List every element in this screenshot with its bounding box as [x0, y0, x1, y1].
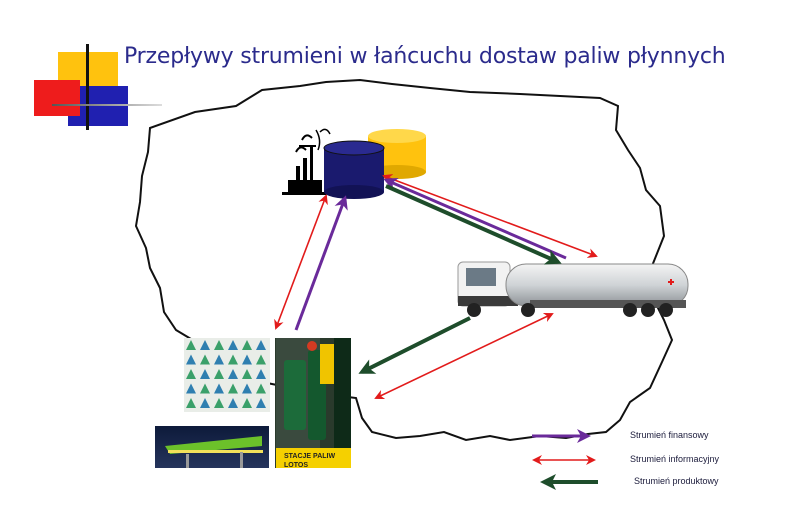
lotos-logo-mark — [214, 398, 224, 408]
lotos-logo-mark — [186, 340, 196, 350]
station-sign: STACJE PALIW LOTOS — [284, 452, 335, 470]
station-photo — [275, 338, 351, 468]
station-sign-line2: LOTOS — [284, 462, 308, 469]
lotos-logo-mark — [214, 340, 224, 350]
lotos-logo-mark — [186, 354, 196, 365]
lotos-logo-mark — [214, 369, 224, 379]
lotos-logo-mark — [186, 398, 196, 408]
slide-title: Przepływy strumieni w łańcuchu dostaw pa… — [124, 44, 726, 69]
lotos-logo-mark — [242, 354, 252, 365]
info-arrow-truck-station — [374, 312, 554, 400]
lotos-logo-mark — [214, 354, 224, 365]
lotos-logo-mark — [228, 354, 238, 365]
lotos-logo-mark — [242, 369, 252, 379]
refinery-icon — [282, 128, 331, 195]
lotos-logo-mark — [228, 383, 238, 394]
storage-tank-navy — [323, 140, 385, 199]
lotos-logo-mark — [228, 340, 238, 350]
legend — [532, 429, 598, 490]
deco-horizontal-line — [52, 104, 162, 106]
lotos-logo-mark — [200, 354, 210, 365]
lotos-logo-mark — [242, 383, 252, 394]
lotos-logo-mark — [200, 369, 210, 379]
lotos-logo-mark — [228, 369, 238, 379]
lotos-logo-mark — [256, 398, 266, 408]
legend-label-financial: Strumień finansowy — [630, 430, 709, 440]
station-night-photo — [155, 426, 269, 468]
financial-arrow-truck-refinery — [383, 177, 567, 260]
lotos-logo-mark — [256, 369, 266, 379]
lotos-logo-mark — [242, 398, 252, 408]
lotos-logo-mark — [214, 383, 224, 394]
lotos-pattern-tile — [184, 338, 270, 412]
legend-label-product: Strumień produktowy — [634, 476, 719, 486]
info-arrow-refinery-truck — [382, 174, 598, 258]
product-arrow-refinery-truck — [385, 184, 562, 265]
lotos-logo-mark — [186, 383, 196, 394]
financial-arrow-station-refinery — [294, 195, 348, 331]
deco-red-square — [34, 80, 80, 116]
station-sign-line1: STACJE PALIW — [284, 453, 336, 460]
lotos-logo-mark — [228, 398, 238, 408]
info-arrow-refinery-station — [274, 194, 328, 330]
lotos-logo-mark — [242, 340, 252, 350]
lotos-logo-mark — [256, 383, 266, 394]
lotos-logo-mark — [256, 340, 266, 350]
product-arrow-truck-station — [358, 316, 471, 374]
deco-vertical-line — [86, 44, 89, 130]
lotos-logo-mark — [186, 369, 196, 379]
lotos-logo-mark — [200, 340, 210, 350]
flow-arrows — [274, 174, 598, 400]
lotos-logo-mark — [256, 354, 266, 365]
lotos-logo-mark — [200, 383, 210, 394]
legend-label-information: Strumień informacyjny — [630, 454, 720, 464]
lotos-logo-mark — [200, 398, 210, 408]
tanker-truck-icon — [457, 261, 689, 317]
